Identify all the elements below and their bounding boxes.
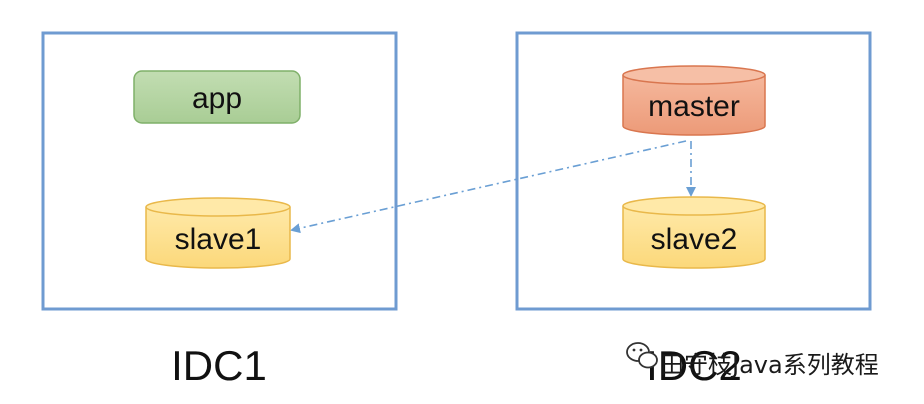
node-slave2-label: slave2 (651, 223, 738, 256)
node-app: app (133, 70, 301, 124)
node-app-shape (133, 70, 301, 124)
node-master-top (622, 65, 766, 85)
node-slave1-top (145, 197, 291, 217)
node-slave1: slave1 (145, 197, 291, 269)
datacenter-idc2: IDC2 (515, 31, 872, 389)
node-master-body (622, 75, 766, 136)
node-slave2-body (622, 206, 766, 269)
node-slave1-body (145, 207, 291, 269)
node-slave2-top (622, 196, 766, 216)
datacenter-idc1-label: IDC1 (171, 342, 267, 389)
wechat-icon (626, 342, 658, 369)
watermark: 田守枝Java系列教程 (626, 342, 879, 379)
node-slave2: slave2 (622, 196, 766, 269)
datacenter-idc2-box (515, 31, 872, 311)
datacenter-idc1-box (41, 31, 398, 311)
node-master-label: master (648, 90, 740, 123)
datacenter-idc1: IDC1 (41, 31, 398, 389)
node-slave1-label: slave1 (175, 223, 262, 256)
replication-edges (290, 140, 696, 234)
node-master: master (622, 65, 766, 136)
node-app-label: app (192, 82, 242, 115)
datacenter-idc2-label: IDC2 (646, 342, 742, 389)
watermark-text: 田守枝Java系列教程 (660, 351, 879, 379)
edge-master-to-slave1 (290, 140, 687, 234)
